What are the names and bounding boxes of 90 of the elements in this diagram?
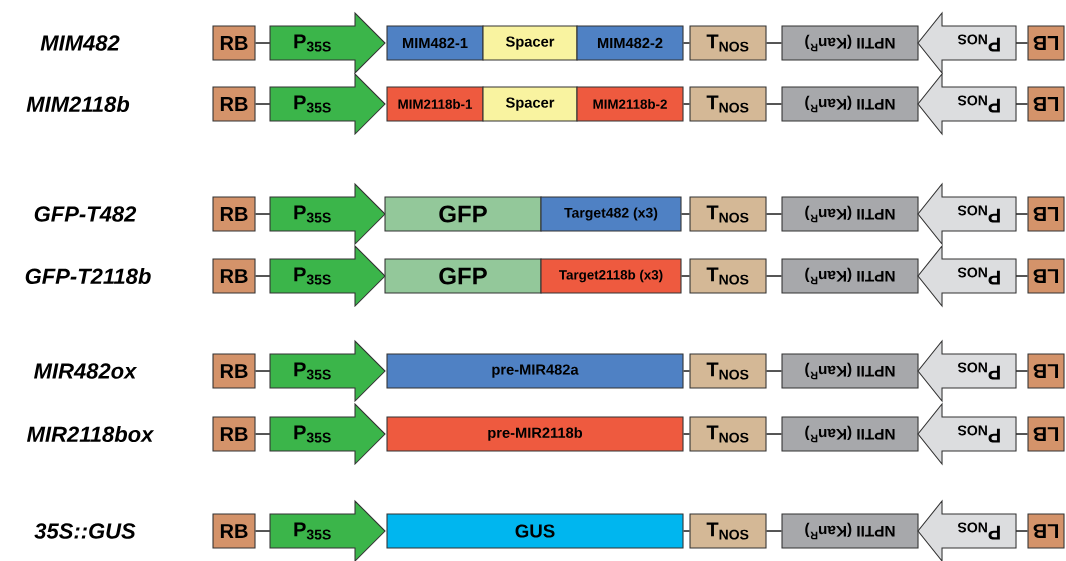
connector-line — [254, 433, 271, 435]
insert-box: Target2118b (x3) — [540, 258, 682, 294]
construct-name: MIM482 — [40, 35, 120, 51]
connector-line — [1015, 275, 1029, 277]
connector-line — [680, 275, 691, 277]
insert-box: MIM482-2 — [576, 25, 684, 61]
border-box: LB — [1027, 196, 1065, 232]
promoter-block: P$_{NOS}$ — [917, 339, 1017, 403]
connector-line — [1015, 42, 1029, 44]
insert-box: Target482 (x3) — [540, 196, 682, 232]
connector-line — [765, 42, 783, 44]
promoter-block: P$_{NOS}$ — [917, 499, 1017, 561]
terminator-box: T$_{NOS}$ — [689, 258, 767, 294]
connector-line — [1015, 213, 1029, 215]
connector-line — [254, 370, 271, 372]
connector-line — [765, 103, 783, 105]
border-box: LB — [1027, 86, 1065, 122]
insert-box: pre-MIR482a — [386, 353, 684, 389]
connector-line — [765, 530, 783, 532]
marker-gene-box: NPTII (Kan$^{R}$) — [781, 258, 919, 294]
marker-gene-box: NPTII (Kan$^{R}$) — [781, 416, 919, 452]
connector-line — [682, 42, 691, 44]
construct-name: MIR2118box — [27, 425, 155, 443]
construct-name: 35S::GUS — [34, 523, 136, 539]
connector-line — [254, 42, 271, 44]
border-box: LB — [1027, 25, 1065, 61]
connector-line — [765, 433, 783, 435]
connector-line — [682, 103, 691, 105]
connector-line — [254, 275, 271, 277]
promoter-block: P$_{35S}$ — [269, 244, 386, 308]
border-box: RB — [212, 196, 256, 232]
connector-line — [682, 433, 691, 435]
connector-line — [682, 370, 691, 372]
border-box: LB — [1027, 258, 1065, 294]
connector-line — [254, 213, 271, 215]
marker-gene-box: NPTII (Kan$^{R}$) — [781, 513, 919, 549]
insert-box: Spacer — [482, 25, 578, 61]
marker-gene-box: NPTII (Kan$^{R}$) — [781, 353, 919, 389]
insert-box: Spacer — [482, 86, 578, 122]
insert-box: MIM2118b-2 — [576, 86, 684, 122]
insert-box: GFP — [384, 196, 542, 232]
border-box: RB — [212, 86, 256, 122]
connector-line — [1015, 433, 1029, 435]
promoter-block: P$_{35S}$ — [269, 11, 386, 75]
insert-box: GUS — [386, 513, 684, 549]
terminator-box: T$_{NOS}$ — [689, 416, 767, 452]
insert-box: MIM2118b-1 — [386, 86, 484, 122]
border-box: LB — [1027, 416, 1065, 452]
construct-name: MIR482ox — [34, 363, 138, 379]
connector-line — [254, 103, 271, 105]
promoter-block: P$_{NOS}$ — [917, 402, 1017, 466]
connector-line — [765, 275, 783, 277]
border-box: LB — [1027, 513, 1065, 549]
terminator-box: T$_{NOS}$ — [689, 513, 767, 549]
border-box: LB — [1027, 353, 1065, 389]
border-box: RB — [212, 513, 256, 549]
connector-line — [765, 370, 783, 372]
connector-line — [682, 530, 691, 532]
terminator-box: T$_{NOS}$ — [689, 196, 767, 232]
marker-gene-box: NPTII (Kan$^{R}$) — [781, 86, 919, 122]
connector-line — [1015, 103, 1029, 105]
insert-box: pre-MIR2118b — [386, 416, 684, 452]
promoter-block: P$_{NOS}$ — [917, 72, 1017, 136]
promoter-block: P$_{35S}$ — [269, 402, 386, 466]
connector-line — [765, 213, 783, 215]
insert-box: GFP — [384, 258, 542, 294]
border-box: RB — [212, 258, 256, 294]
promoter-block: P$_{35S}$ — [269, 72, 386, 136]
promoter-block: P$_{35S}$ — [269, 499, 386, 561]
insert-box: MIM482-1 — [386, 25, 484, 61]
marker-gene-box: NPTII (Kan$^{R}$) — [781, 25, 919, 61]
promoter-block: P$_{35S}$ — [269, 339, 386, 403]
connector-line — [1015, 370, 1029, 372]
terminator-box: T$_{NOS}$ — [689, 86, 767, 122]
promoter-block: P$_{NOS}$ — [917, 244, 1017, 308]
connector-line — [680, 213, 691, 215]
construct-name: MIM2118b — [26, 95, 130, 113]
promoter-block: P$_{NOS}$ — [917, 182, 1017, 246]
marker-gene-box: NPTII (Kan$^{R}$) — [781, 196, 919, 232]
border-box: RB — [212, 25, 256, 61]
promoter-block: P$_{35S}$ — [269, 182, 386, 246]
border-box: RB — [212, 416, 256, 452]
construct-name: GFP-T2118b — [25, 267, 151, 285]
terminator-box: T$_{NOS}$ — [689, 353, 767, 389]
border-box: RB — [212, 353, 256, 389]
promoter-block: P$_{NOS}$ — [917, 11, 1017, 75]
connector-line — [254, 530, 271, 532]
connector-line — [1015, 530, 1029, 532]
terminator-box: T$_{NOS}$ — [689, 25, 767, 61]
construct-name: GFP-T482 — [34, 206, 137, 222]
